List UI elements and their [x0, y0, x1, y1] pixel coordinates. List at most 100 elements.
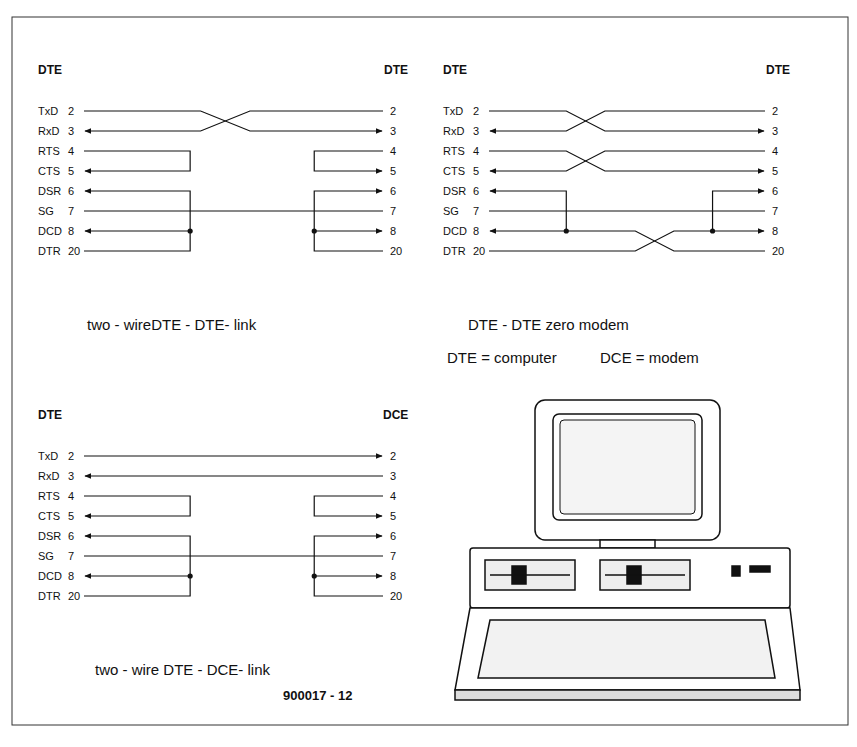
- pin-number: 4: [390, 144, 396, 158]
- pin-number: 6: [390, 184, 396, 198]
- wire: [84, 555, 383, 556]
- legend-note: DCE = modem: [600, 349, 699, 367]
- panel-caption: two - wireDTE - DTE- link: [87, 316, 256, 334]
- wire: [713, 230, 764, 231]
- panel-caption: DTE - DTE zero modem: [468, 316, 629, 334]
- signal-name: DSR: [443, 184, 466, 198]
- pin-number: 4: [473, 144, 479, 158]
- pin-number: 6: [68, 529, 74, 543]
- pin-number: 7: [772, 204, 778, 218]
- pin-number: 3: [68, 469, 74, 483]
- junction-dot: [564, 228, 569, 233]
- pin-number: 2: [390, 104, 396, 118]
- pin-number: 3: [390, 124, 396, 138]
- signal-name: DTR: [38, 589, 61, 603]
- signal-name: SG: [443, 204, 459, 218]
- pin-number: 6: [772, 184, 778, 198]
- signal-name: RTS: [443, 144, 465, 158]
- wire: [85, 230, 190, 231]
- wire: [490, 191, 566, 231]
- computer-illustration: [455, 400, 800, 700]
- pin-number: 3: [68, 124, 74, 138]
- device-header: DTE: [443, 63, 467, 77]
- signal-name: DSR: [38, 529, 61, 543]
- device-header: DTE: [766, 63, 790, 77]
- pin-number: 3: [390, 469, 396, 483]
- device-header: DTE: [38, 408, 62, 422]
- signal-name: CTS: [443, 164, 465, 178]
- pin-number: 20: [772, 244, 784, 258]
- pin-number: 6: [390, 529, 396, 543]
- wire: [490, 151, 765, 171]
- signal-name: RxD: [38, 469, 59, 483]
- device-header: DCE: [383, 408, 408, 422]
- pin-number: 4: [390, 489, 396, 503]
- pin-number: 4: [772, 144, 778, 158]
- signal-name: RTS: [38, 489, 60, 503]
- pin-number: 2: [772, 104, 778, 118]
- signal-name: DTR: [38, 244, 61, 258]
- device-header: DTE: [38, 63, 62, 77]
- wire: [84, 191, 190, 251]
- pin-number: 4: [68, 489, 74, 503]
- signal-name: SG: [38, 549, 54, 563]
- pin-number: 6: [473, 184, 479, 198]
- wire: [84, 210, 383, 211]
- wire: [314, 230, 382, 231]
- wire: [490, 230, 566, 231]
- pin-number: 2: [390, 449, 396, 463]
- pin-number: 8: [68, 569, 74, 583]
- signal-name: TxD: [38, 449, 58, 463]
- pin-number: 7: [473, 204, 479, 218]
- wire: [84, 111, 382, 131]
- wire: [489, 111, 764, 131]
- pin-number: 2: [68, 449, 74, 463]
- pin-number: 8: [390, 224, 396, 238]
- wire: [85, 575, 190, 576]
- pin-number: 6: [68, 184, 74, 198]
- frame: [12, 17, 848, 725]
- signal-name: TxD: [443, 104, 463, 118]
- signal-name: TxD: [38, 104, 58, 118]
- pin-number: 5: [390, 509, 396, 523]
- wire: [314, 575, 382, 576]
- signal-name: SG: [38, 204, 54, 218]
- pin-number: 20: [68, 244, 80, 258]
- pin-number: 7: [68, 549, 74, 563]
- junction-dot: [188, 228, 193, 233]
- junction-dot: [312, 573, 317, 578]
- signal-name: RxD: [38, 124, 59, 138]
- pin-number: 8: [473, 224, 479, 238]
- wire: [314, 191, 383, 251]
- pin-number: 20: [473, 244, 485, 258]
- pin-number: 20: [68, 589, 80, 603]
- pin-number: 8: [390, 569, 396, 583]
- pin-number: 5: [68, 164, 74, 178]
- wire: [713, 191, 764, 231]
- wire: [489, 231, 713, 251]
- wire: [85, 111, 383, 131]
- pin-number: 4: [68, 144, 74, 158]
- signal-name: CTS: [38, 164, 60, 178]
- pin-number: 5: [473, 164, 479, 178]
- junction-dot: [188, 573, 193, 578]
- legend-note: DTE = computer: [447, 349, 557, 367]
- junction-dot: [312, 228, 317, 233]
- signal-name: CTS: [38, 509, 60, 523]
- wire: [84, 496, 190, 516]
- pin-number: 20: [390, 244, 402, 258]
- wire: [84, 536, 190, 596]
- wire: [489, 151, 764, 171]
- pin-number: 7: [390, 549, 396, 563]
- pin-number: 8: [68, 224, 74, 238]
- signal-name: DCD: [38, 224, 62, 238]
- signal-name: RxD: [443, 124, 464, 138]
- pin-number: 7: [390, 204, 396, 218]
- figure-number: 900017 - 12: [283, 689, 352, 703]
- signal-name: RTS: [38, 144, 60, 158]
- pin-number: 2: [473, 104, 479, 118]
- pin-number: 2: [68, 104, 74, 118]
- panel-caption: two - wire DTE - DCE- link: [95, 661, 270, 679]
- signal-name: DCD: [443, 224, 467, 238]
